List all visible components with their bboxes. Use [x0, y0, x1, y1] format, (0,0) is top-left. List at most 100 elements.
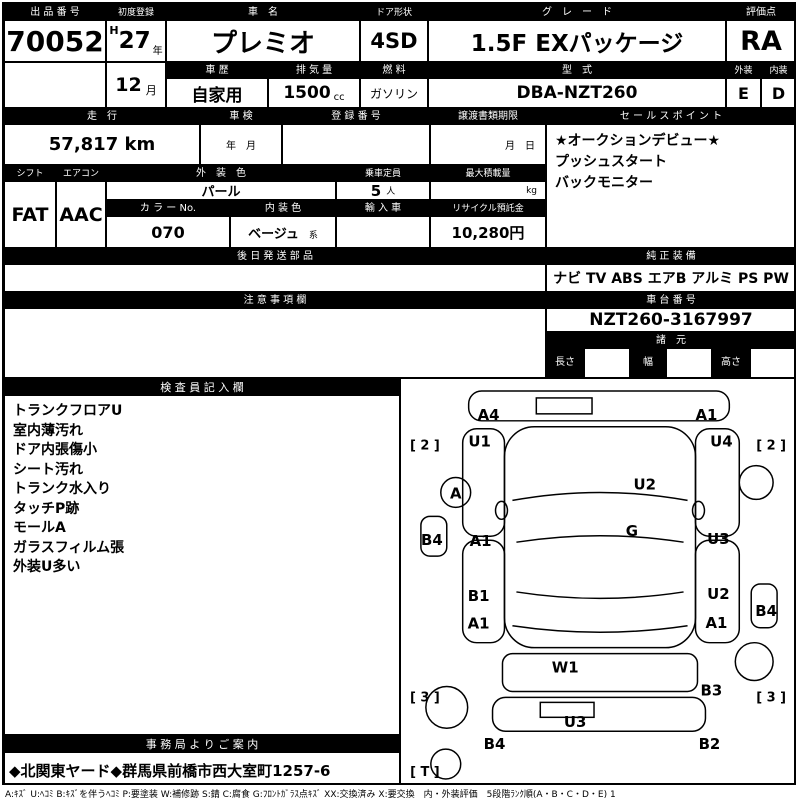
- damage-diagram-cell: A4 A1 [ 2 ] U1 U4 [ 2 ] A U2 B4 A1 G U3 …: [400, 378, 796, 785]
- displacement-number: 1500: [283, 83, 331, 103]
- import-cell: 輸 入 車: [336, 200, 430, 248]
- rear-bumper: [491, 696, 707, 732]
- sales-points-list: ★オークションデビュー★ プッシュスタート バックモニター: [547, 125, 795, 200]
- era-mark: H: [109, 24, 119, 37]
- height-label-cell: 高さ: [712, 348, 750, 378]
- color-number-label: カ ラ ー No.: [107, 201, 229, 217]
- notes-label: 注 意 事 項 欄: [5, 293, 545, 309]
- notes-cell: 注 意 事 項 欄: [4, 292, 546, 378]
- capacity-number: 5: [370, 182, 382, 199]
- interior-grade-label: 内装: [762, 63, 795, 79]
- tire-depth-label: [ 2 ]: [410, 439, 440, 454]
- interior-color-cell: 内 装 色 ベージュ 系: [230, 200, 336, 248]
- fuel-value: ガソリン: [369, 86, 418, 101]
- damage-code-label: U2: [707, 585, 729, 603]
- grade-value: 1.5F EXパッケージ: [470, 31, 684, 57]
- damage-code-label: U4: [710, 433, 732, 451]
- inspector-note-item: トランク水入り: [13, 481, 111, 497]
- history-value: 自家用: [191, 85, 243, 106]
- chassis-number-label: 車 台 番 号: [547, 293, 795, 309]
- history-cell: 車 歴 自家用: [166, 62, 268, 108]
- damage-code-label: U1: [468, 433, 490, 451]
- lot-number-cell: 出 品 番 号 70052: [4, 4, 106, 62]
- inspector-note-item: 外装U多い: [13, 559, 81, 575]
- inspection-label: 車 検: [201, 109, 281, 125]
- inspection-cell: 車 検 年 月: [200, 108, 282, 165]
- office-info-cell: 事 務 局 よ り ご 案 内 ◆北関東ヤード◆群馬県前橋市西大室町1257-6: [4, 735, 400, 785]
- chassis-number-value: NZT260-3167997: [589, 310, 753, 330]
- first-registration-cell: 初度登録 H 27 年: [106, 4, 166, 62]
- equipment-cell: 純 正 装 備 ナビ TV ABS エアB アルミ PS PW: [546, 248, 796, 292]
- damage-code-label: A1: [468, 615, 490, 633]
- displacement-cell: 排 気 量 1500 cc: [268, 62, 360, 108]
- recycle-deposit-label: リサイクル預託金: [431, 201, 545, 217]
- first-reg-month-value: 12 月: [107, 63, 165, 107]
- front-bumper: [467, 390, 731, 422]
- displacement-label: 排 気 量: [269, 63, 359, 79]
- dimensions-row: 長さ 幅 高さ: [546, 348, 796, 378]
- inspector-notes-label: 検 査 員 記 入 欄: [5, 379, 399, 396]
- transfer-deadline-cell: 譲渡書類期限 月 日: [430, 108, 546, 165]
- inspector-notes-list: トランクフロアU 室内薄汚れ ドア内張傷小 シート汚れ トランク水入り タッチP…: [5, 396, 399, 584]
- later-parts-label: 後 日 発 送 部 品: [5, 249, 545, 265]
- car-name-label: 車 名: [167, 5, 359, 21]
- tire-depth-label: [ 3 ]: [410, 690, 440, 705]
- month-unit: 月: [145, 84, 157, 97]
- length-label: 長さ: [547, 349, 583, 377]
- length-label-cell: 長さ: [546, 348, 584, 378]
- interior-grade-value: D: [771, 83, 786, 103]
- max-load-unit: kg: [526, 185, 537, 196]
- width-label-cell: 幅: [630, 348, 666, 378]
- exterior-grade-value: E: [738, 83, 749, 103]
- first-reg-year: 27: [118, 28, 151, 54]
- score-value: RA: [740, 25, 782, 57]
- aircon-cell: エアコン AAC: [56, 165, 106, 248]
- damage-code-label: B4: [421, 531, 443, 549]
- history-label: 車 歴: [167, 63, 267, 79]
- registration-number-label: 登 録 番 号: [283, 109, 429, 125]
- inspector-note-item: タッチP跡: [13, 500, 80, 517]
- height-label: 高さ: [713, 349, 749, 377]
- damage-code-label: B2: [699, 735, 721, 753]
- legend-text: A:ｷｽﾞ U:ﾍｺﾐ B:ｷｽﾞを伴うﾍｺﾐ P:要塗装 W:補修跡 S:錆 …: [5, 790, 616, 800]
- interior-color-name: ベージュ: [248, 226, 299, 242]
- damage-code-label: B4: [755, 602, 777, 620]
- mileage-label: 走 行: [5, 109, 199, 125]
- ext-int-group: 外装 E 内装 D: [726, 62, 796, 108]
- damage-code-label: A1: [695, 406, 717, 424]
- damage-code-label: A: [450, 484, 462, 502]
- registration-number-cell: 登 録 番 号: [282, 108, 430, 165]
- later-parts-cell: 後 日 発 送 部 品: [4, 248, 546, 292]
- inspector-note-item: モールA: [13, 520, 66, 536]
- trunk-lid: [501, 652, 699, 693]
- spec-header-cell: 諸 元: [546, 332, 796, 349]
- shift-value: FAT: [11, 203, 49, 226]
- transfer-deadline-label: 譲渡書類期限: [431, 109, 545, 125]
- capacity-cell: 乗車定員 5 人: [336, 165, 430, 200]
- length-value-cell: [584, 348, 630, 378]
- door-shape-cell: ドア形状 4SD: [360, 4, 428, 62]
- tire-depth-label: [ 3 ]: [756, 690, 786, 705]
- height-value-cell: [750, 348, 796, 378]
- damage-code-label: G: [626, 522, 638, 540]
- car-damage-diagram: A4 A1 [ 2 ] U1 U4 [ 2 ] A U2 B4 A1 G U3 …: [410, 390, 786, 780]
- tire-depth-label: [ 2 ]: [756, 439, 786, 454]
- width-value-cell: [666, 348, 712, 378]
- shift-label: シフト: [5, 166, 55, 182]
- inspector-note-item: シート汚れ: [13, 461, 83, 478]
- model-code-cell: 型 式 DBA-NZT260: [428, 62, 726, 108]
- office-info-value: ◆北関東ヤード◆群馬県前橋市西大室町1257-6: [9, 762, 331, 780]
- capacity-value: 5 人: [337, 182, 429, 199]
- damage-code-label: U3: [564, 713, 586, 731]
- damage-code-label: A4: [478, 406, 500, 424]
- exterior-grade-label: 外装: [727, 63, 760, 79]
- door-shape-value: 4SD: [370, 29, 418, 53]
- score-cell: 評価点 RA: [726, 4, 796, 62]
- first-reg-month-cell: 12 月: [106, 62, 166, 108]
- shift-cell: シフト FAT: [4, 165, 56, 248]
- mileage-cell: 走 行 57,817 km: [4, 108, 200, 165]
- car-outline: [420, 390, 778, 780]
- capacity-label: 乗車定員: [337, 166, 429, 182]
- color-number-value: 070: [151, 222, 185, 242]
